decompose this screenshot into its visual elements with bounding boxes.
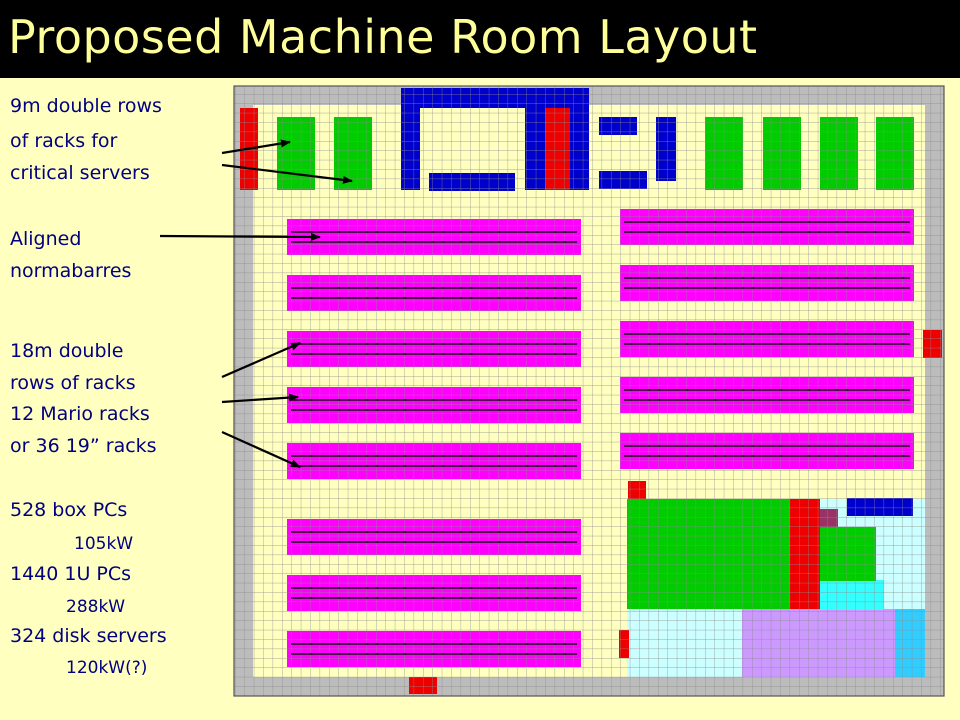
critical-rows-label-line3: critical servers	[10, 162, 150, 184]
grid-overlay	[234, 86, 944, 696]
arrow-aligned	[159, 232, 321, 241]
disk-servers-power: 120kW(?)	[66, 658, 148, 678]
double-rows-label-line1: 18m double	[10, 340, 124, 362]
arrow-double-2	[221, 393, 299, 404]
u-pcs-label: 1440 1U PCs	[10, 563, 132, 585]
critical-rows-label-line1: 9m double rows	[10, 95, 162, 117]
room-outline	[233, 85, 945, 697]
arrow-critical-2	[221, 163, 353, 184]
double-rows-label-line2: rows of racks	[10, 372, 136, 394]
disk-servers-label: 324 disk servers	[10, 625, 167, 647]
box-pcs-power: 105kW	[74, 534, 134, 554]
aligned-label-line2: normabarres	[10, 260, 132, 282]
title-bar: Proposed Machine Room Layout	[0, 0, 960, 78]
double-rows-label-line3: 12 Mario racks	[10, 403, 150, 425]
aligned-label-line1: Aligned	[10, 228, 82, 250]
page-title: Proposed Machine Room Layout	[8, 10, 758, 64]
arrows	[159, 139, 353, 469]
box-pcs-label: 528 box PCs	[10, 499, 128, 521]
arrow-critical-1	[221, 139, 291, 155]
normabarre-lines	[291, 221, 910, 655]
arrow-double-3	[221, 430, 301, 469]
critical-rows-label-line2: of racks for	[10, 130, 118, 152]
double-rows-label-line4: or 36 19” racks	[10, 435, 157, 457]
arrow-double-1	[221, 341, 301, 379]
u-pcs-power: 288kW	[66, 597, 126, 617]
